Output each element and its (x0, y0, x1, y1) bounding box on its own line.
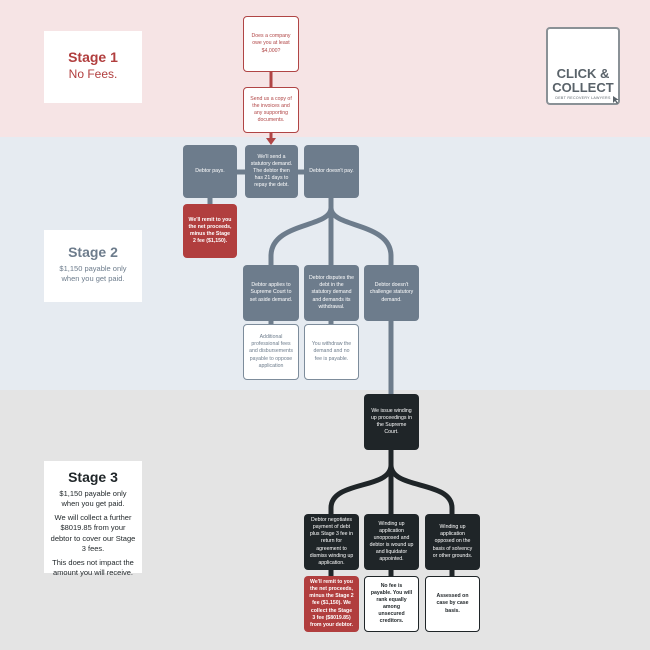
connector-branch3-right (388, 464, 455, 514)
node-debtor-doesnt-pay: Debtor doesn't pay. (304, 145, 359, 198)
node-send-copy: Send us a copy of the invoices and any s… (243, 87, 299, 133)
node-unopposed: Winding up application unopposed and deb… (364, 514, 419, 570)
stage-1-title: Stage 1 (68, 49, 118, 65)
stage-1-card: Stage 1 No Fees. (44, 31, 142, 103)
stage-2-subtitle: $1,150 payable only when you get paid. (59, 264, 127, 284)
node-no-fee: No fee is payable. You will rank equally… (364, 576, 419, 632)
arrow-red (266, 138, 276, 145)
node-withdraw-demand: You withdraw the demand and no fee is pa… (304, 324, 359, 380)
node-negotiates: Debtor negotiates payment of debt plus S… (304, 514, 359, 570)
node-statutory-demand: We'll send a statutory demand. The debto… (245, 145, 298, 198)
node-debtor-pays: Debtor pays. (183, 145, 237, 198)
stage-3-card: Stage 3 $1,150 payable only when you get… (44, 461, 142, 577)
node-assessed: Assessed on case by case basis. (425, 576, 480, 632)
logo-tagline: DEBT RECOVERY LAWYERS (555, 96, 611, 100)
stage-3-text-3: This does not impact the amount you will… (52, 557, 134, 577)
logo-line-1: CLICK & (556, 66, 610, 81)
node-additional-fees: Additional professional fees and disburs… (243, 324, 299, 380)
cursor-icon (613, 96, 619, 104)
node-winding-up: We issue winding up proceedings in the S… (364, 394, 419, 450)
connector-branch-left (268, 198, 334, 265)
node-disputes-debt: Debtor disputes the debt in the statutor… (304, 265, 359, 321)
stage-2-card: Stage 2 $1,150 payable only when you get… (44, 230, 142, 302)
logo-line-2: COLLECT (552, 80, 614, 95)
node-q-owe: Does a company owe you at least $4,000? (243, 16, 299, 72)
node-doesnt-challenge: Debtor doesn't challenge statutory deman… (364, 265, 419, 321)
stage-3-text-1: $1,150 payable only when you get paid. (59, 489, 127, 509)
node-remit-stage2: We'll remit to you the net proceeds, min… (183, 204, 237, 258)
stage-3-title: Stage 3 (68, 469, 118, 485)
connector-branch3-left (328, 450, 394, 514)
node-opposed: Winding up application opposed on the ba… (425, 514, 480, 570)
node-applies-supreme: Debtor applies to Supreme Court to set a… (243, 265, 299, 321)
stage-1-subtitle: No Fees. (68, 67, 118, 81)
connector-branch-right (328, 207, 394, 265)
click-and-collect-logo: CLICK & COLLECT DEBT RECOVERY LAWYERS (546, 27, 620, 105)
stage-3-text-2: We will collect a further $8019.85 from … (50, 513, 136, 553)
stage-2-title: Stage 2 (68, 244, 118, 260)
node-remit-stage3: We'll remit to you the net proceeds, min… (304, 576, 359, 632)
